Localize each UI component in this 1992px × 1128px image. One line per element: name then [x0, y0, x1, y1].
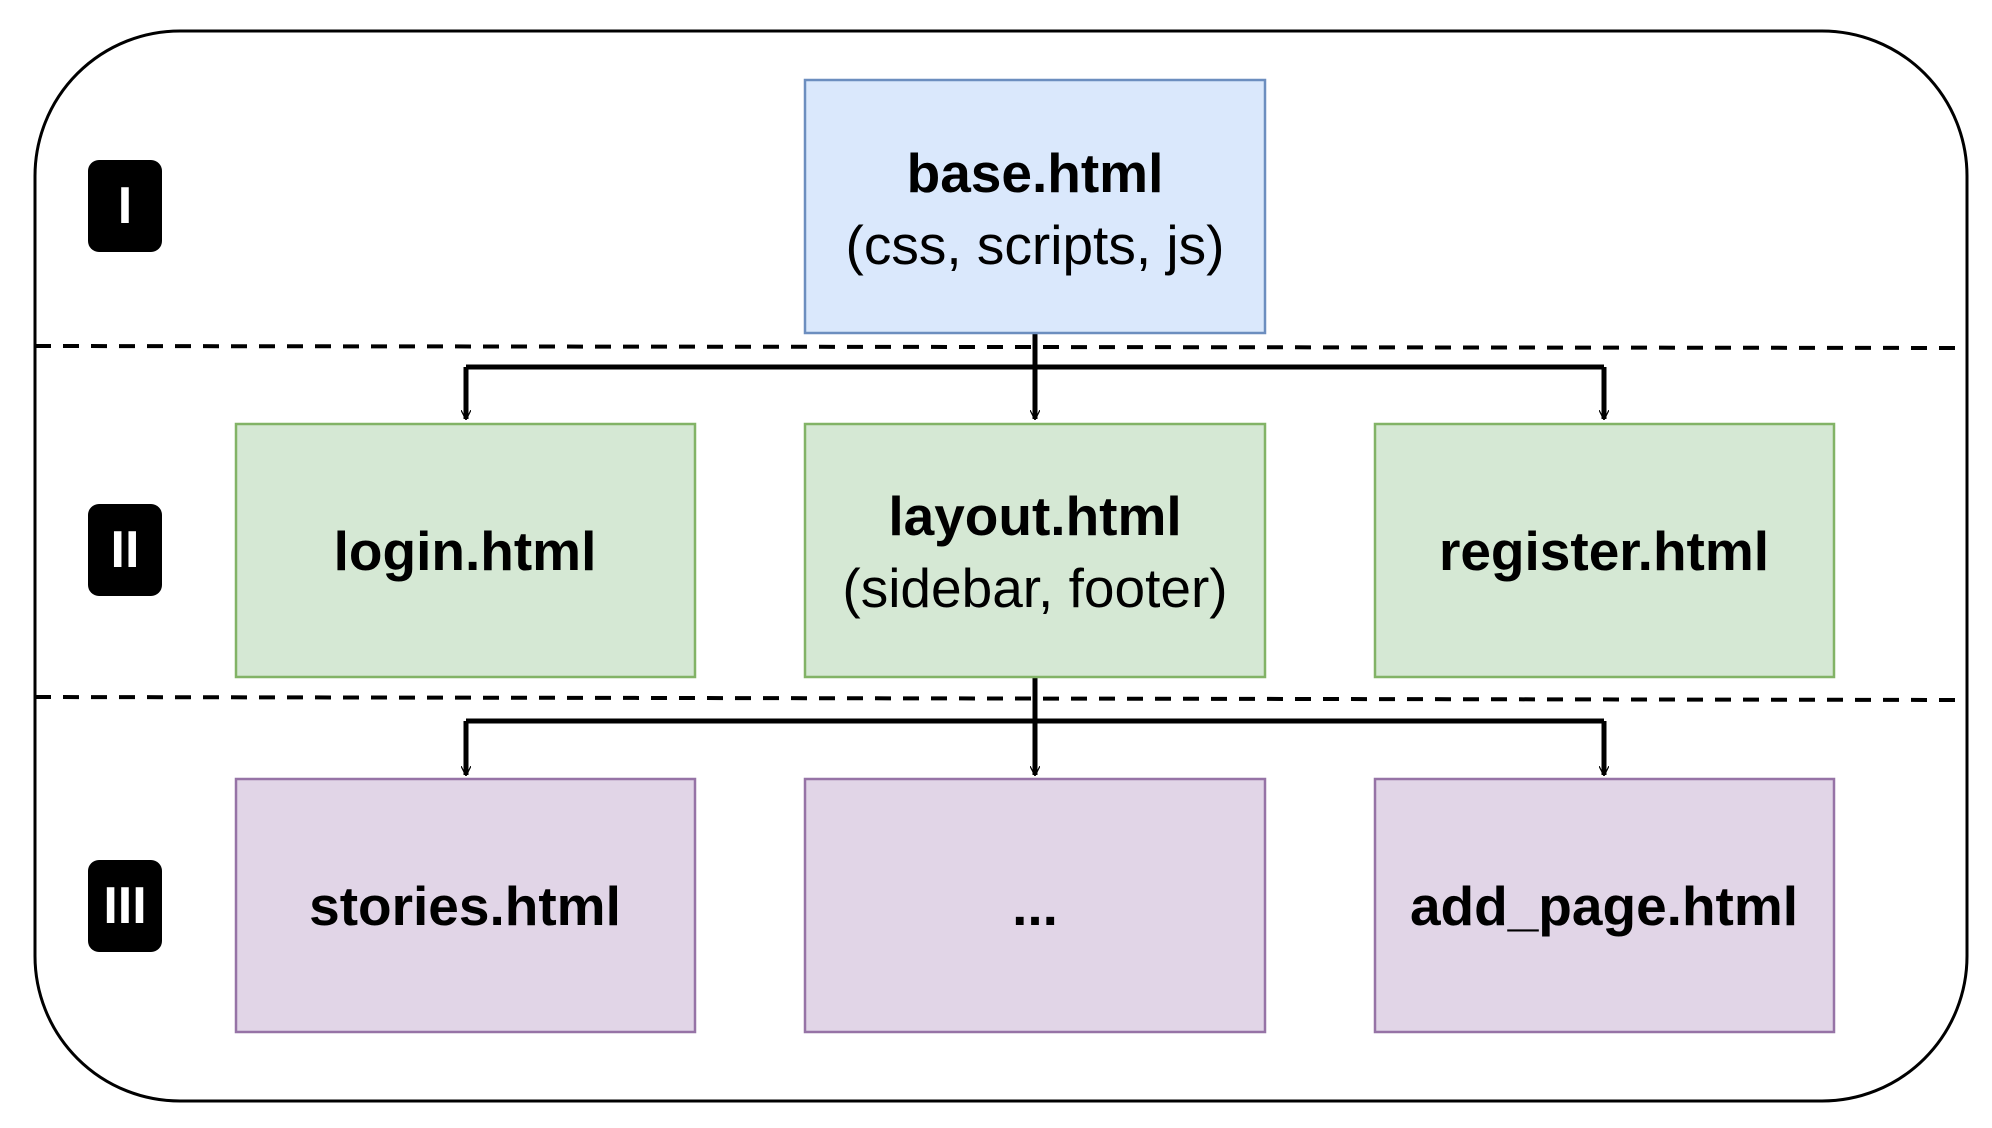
node-stories-title: stories.html: [309, 875, 621, 937]
node-add-page: add_page.html: [1373, 777, 1836, 1034]
node-register: register.html: [1373, 422, 1836, 679]
node-ellipsis: ...: [803, 777, 1267, 1034]
node-login-box: [234, 422, 697, 679]
node-layout-title: layout.html: [888, 485, 1181, 547]
node-base: base.html (css, scripts, js): [803, 78, 1267, 335]
tier-label: II: [111, 521, 140, 579]
node-stories: stories.html: [234, 777, 697, 1034]
tier-separator-1: [34, 344, 1968, 350]
node-add-page-title: add_page.html: [1410, 875, 1798, 937]
node-stories-box: [234, 777, 697, 1034]
node-login-title: login.html: [334, 520, 597, 582]
tier-badge-3: III: [88, 860, 162, 952]
node-login: login.html: [234, 422, 697, 679]
node-register-title: register.html: [1439, 520, 1769, 582]
node-add-page-box: [1373, 777, 1836, 1034]
tier-badge-1: I: [88, 160, 162, 252]
node-ellipsis-box: [803, 777, 1267, 1034]
node-layout-box: [803, 422, 1267, 679]
node-base-box: [803, 78, 1267, 335]
tier-badge-2: II: [88, 504, 162, 596]
node-layout-subtitle: (sidebar, footer): [842, 557, 1227, 619]
tier-label: III: [103, 877, 146, 935]
node-register-box: [1373, 422, 1836, 679]
tier-separator-2: [34, 695, 1968, 702]
node-base-subtitle: (css, scripts, js): [846, 214, 1225, 276]
connectors-layout: [466, 677, 1604, 775]
tier-label: I: [118, 177, 132, 235]
connectors-base: [466, 333, 1604, 419]
outer-container: [33, 29, 1969, 1103]
node-ellipsis-title: ...: [1012, 875, 1058, 937]
node-base-title: base.html: [907, 142, 1164, 204]
node-layout: layout.html (sidebar, footer): [803, 422, 1267, 679]
